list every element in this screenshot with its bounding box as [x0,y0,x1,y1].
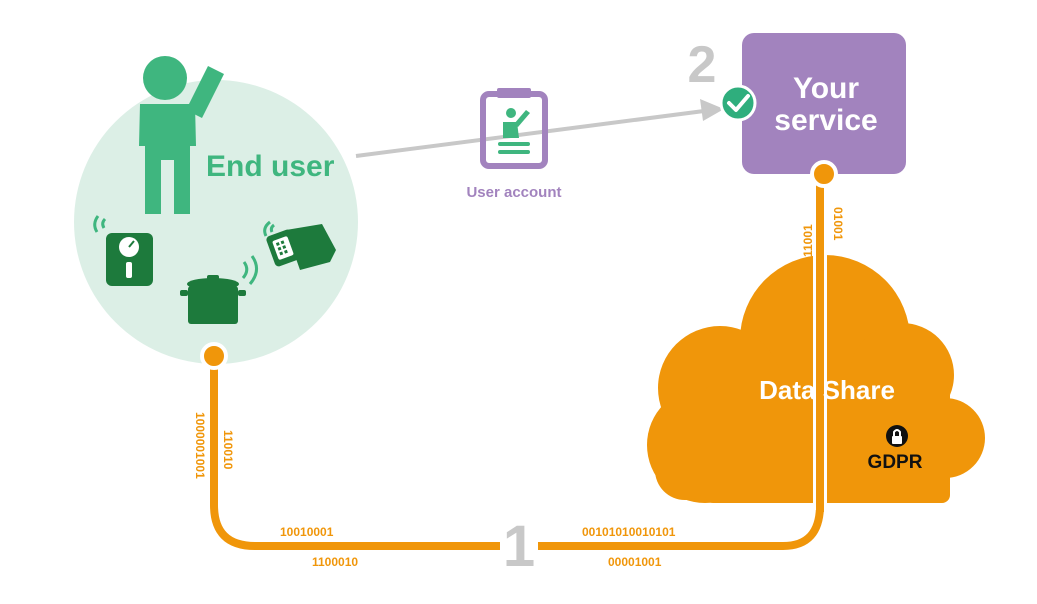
data-flow-lines [210,180,827,550]
step-2-number: 2 [688,36,717,94]
end-user-label: End user [206,150,335,183]
lock-icon [886,425,908,447]
person-icon [139,56,224,214]
user-account-icon [480,88,548,169]
step-1-number: 1 [503,514,535,579]
bits-bottom-right-bottom: 00001001 [608,555,662,569]
user-account-label: User account [466,184,561,201]
scale-icon [93,215,153,286]
bits-bottom-right-top: 00101010010101 [582,525,676,539]
user-to-service-arrow [355,99,724,158]
pot-icon [180,255,258,324]
bits-left-inner: 110010 [221,430,235,470]
bits-right-inner: 01001 [831,207,845,241]
connector-dot-service [810,160,838,188]
check-icon [719,84,757,122]
your-service-line1: Your [793,72,859,105]
your-service-box [742,33,906,174]
bits-bottom-left-bottom: 1100010 [312,555,358,569]
wearable-icon [263,220,336,270]
data-share-label: Data Share [759,375,895,405]
your-service-line2: service [774,104,877,137]
gdpr-label: GDPR [868,452,923,473]
connector-dot-end-user [200,342,228,370]
bits-right-outer: 11001 [801,224,815,257]
bits-bottom-left-top: 10010001 [280,525,334,539]
bits-left-outer: 1000001001 [193,412,207,479]
